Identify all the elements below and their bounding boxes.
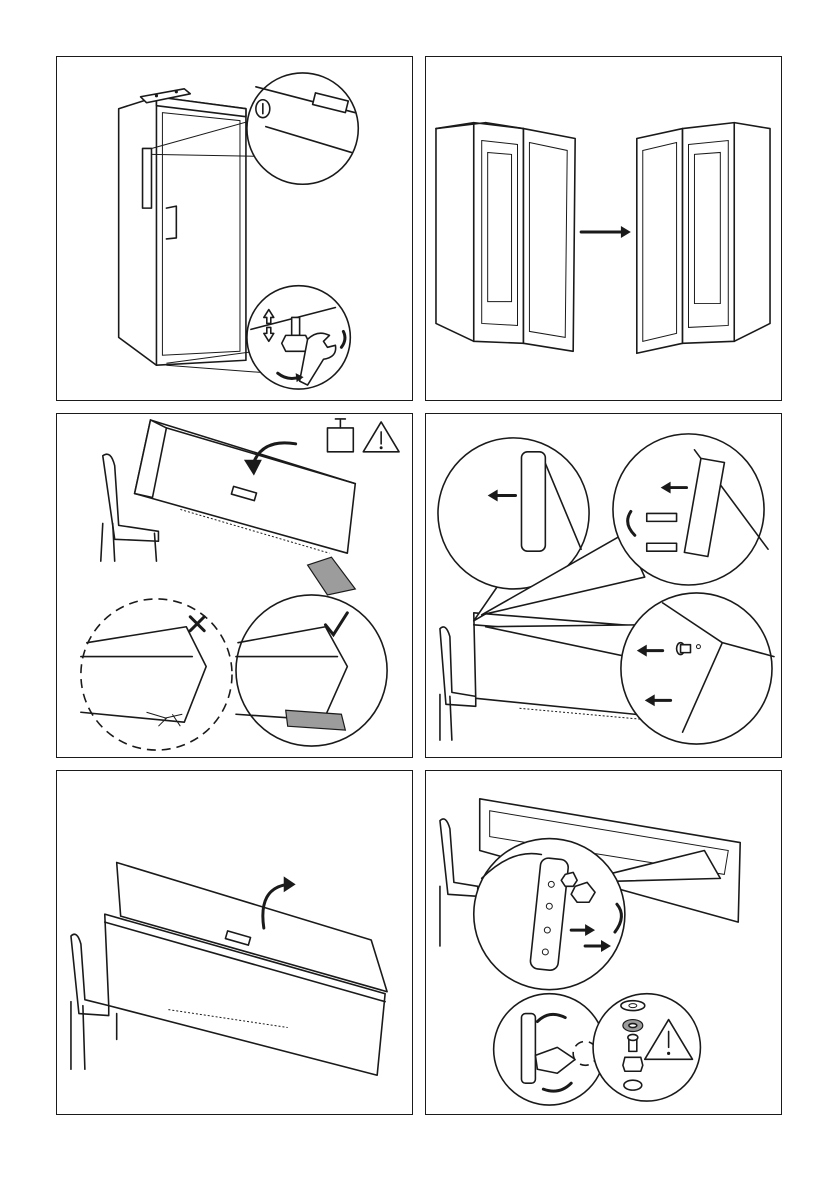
pin-magnifier xyxy=(621,593,772,744)
step-2-panel xyxy=(425,56,782,401)
door-handle xyxy=(521,452,545,551)
hinge-magnifier xyxy=(613,434,764,585)
step-5-illustration xyxy=(57,771,412,1114)
weight-icon xyxy=(327,419,353,452)
tilted-cabinet xyxy=(135,420,356,553)
step-3-illustration xyxy=(57,414,412,757)
wrong-method-magnifier xyxy=(81,599,232,750)
step-3-panel xyxy=(56,413,413,758)
cabinet-after xyxy=(637,123,770,354)
cabinet-before xyxy=(436,123,575,352)
warning-icon xyxy=(363,422,399,452)
step-2-illustration xyxy=(426,57,781,400)
step-1-panel xyxy=(56,56,413,401)
step-6-illustration xyxy=(426,771,781,1114)
step-5-panel xyxy=(56,770,413,1115)
step-1-illustration xyxy=(57,57,412,400)
step-4-illustration xyxy=(426,414,781,757)
right-arrow-icon xyxy=(581,226,631,238)
cardboard-support xyxy=(308,557,356,595)
hinge-bracket xyxy=(143,148,152,208)
chair xyxy=(440,627,476,740)
hinge-plate-small xyxy=(521,1014,535,1084)
step-4-panel xyxy=(425,413,782,758)
fridge-body xyxy=(119,97,246,365)
chair xyxy=(440,819,478,946)
step-6-panel xyxy=(425,770,782,1115)
